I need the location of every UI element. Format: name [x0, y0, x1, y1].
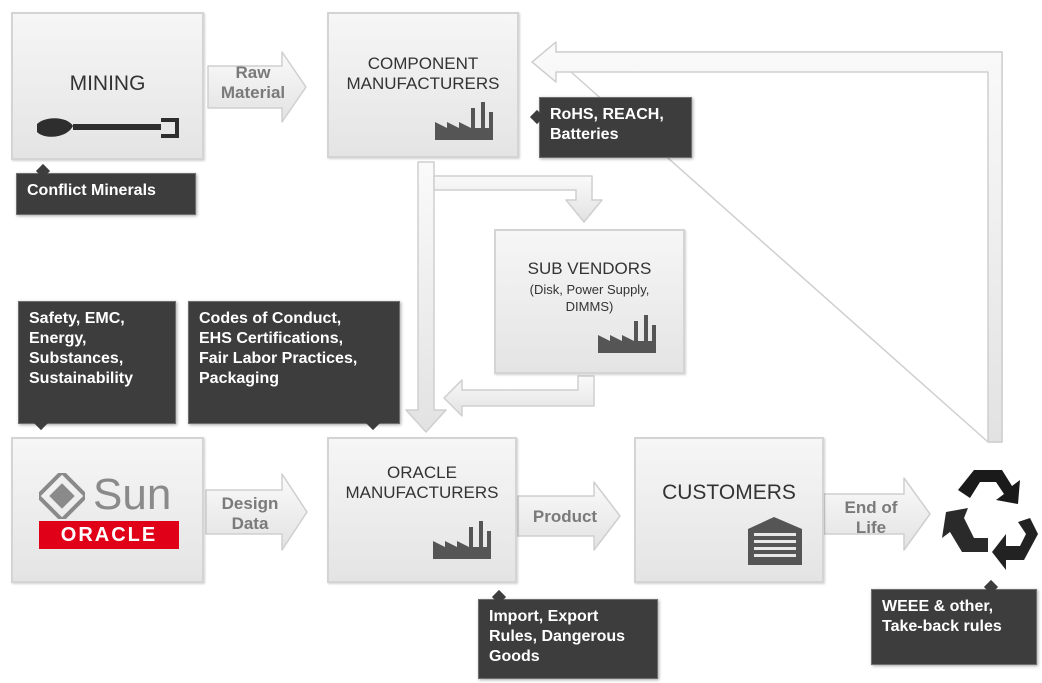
rohs-reach-tag: RoHS, REACH, Batteries [539, 97, 692, 158]
product-label: Product [532, 507, 598, 526]
oracle-manufacturers-box: ORACLE MANUFACTURERS [327, 437, 517, 583]
end-of-life-label: End of Life [844, 498, 898, 537]
sun-logo-icon [39, 473, 85, 519]
shovel-icon [37, 118, 179, 138]
raw-material-label: Raw Material [220, 63, 286, 102]
component-manufacturers-box: COMPONENT MANUFACTURERS [327, 12, 519, 158]
conflict-minerals-tag: Conflict Minerals [16, 173, 196, 215]
mining-title: MINING [69, 72, 146, 95]
recycle-icon [942, 470, 1038, 570]
safety-emc-tag: Safety, EMC, Energy, Substances, Sustain… [18, 301, 176, 424]
factory-icon [433, 521, 491, 559]
design-data-label: Design Data [221, 494, 279, 533]
sub-vendors-title: SUB VENDORS [527, 259, 652, 278]
oracle-logo: ORACLE [39, 521, 179, 549]
oracle-manufacturers-title: ORACLE MANUFACTURERS [345, 463, 499, 503]
raw-material-arrow [207, 51, 307, 123]
sun-oracle-box: Sun ORACLE [11, 437, 204, 583]
import-export-tag: Import, Export Rules, Dangerous Goods [478, 599, 658, 679]
component-manufacturers-title: COMPONENT MANUFACTURERS [346, 54, 500, 94]
factory-icon [598, 315, 656, 353]
mining-box: MINING [11, 12, 204, 160]
design-data-arrow [205, 473, 308, 551]
sub-vendors-box: SUB VENDORS (Disk, Power Supply, DIMMS) [494, 229, 685, 374]
component-to-subvendors-arrow [433, 175, 603, 223]
office-building-icon [748, 517, 802, 565]
subvendors-to-oracle-arrow [443, 375, 595, 417]
customers-title: CUSTOMERS [662, 481, 796, 504]
sun-wordmark: Sun [93, 470, 172, 519]
factory-icon [435, 102, 493, 140]
product-arrow [517, 481, 621, 551]
codes-of-conduct-tag: Codes of Conduct, EHS Certifications, Fa… [188, 301, 400, 424]
end-of-life-arrow [823, 477, 931, 551]
component-to-oracle-arrow [405, 161, 447, 433]
customers-box: CUSTOMERS [634, 437, 824, 583]
weee-takeback-tag: WEEE & other, Take-back rules [871, 589, 1037, 665]
sub-vendors-subtitle: (Disk, Power Supply, DIMMS) [529, 282, 650, 314]
